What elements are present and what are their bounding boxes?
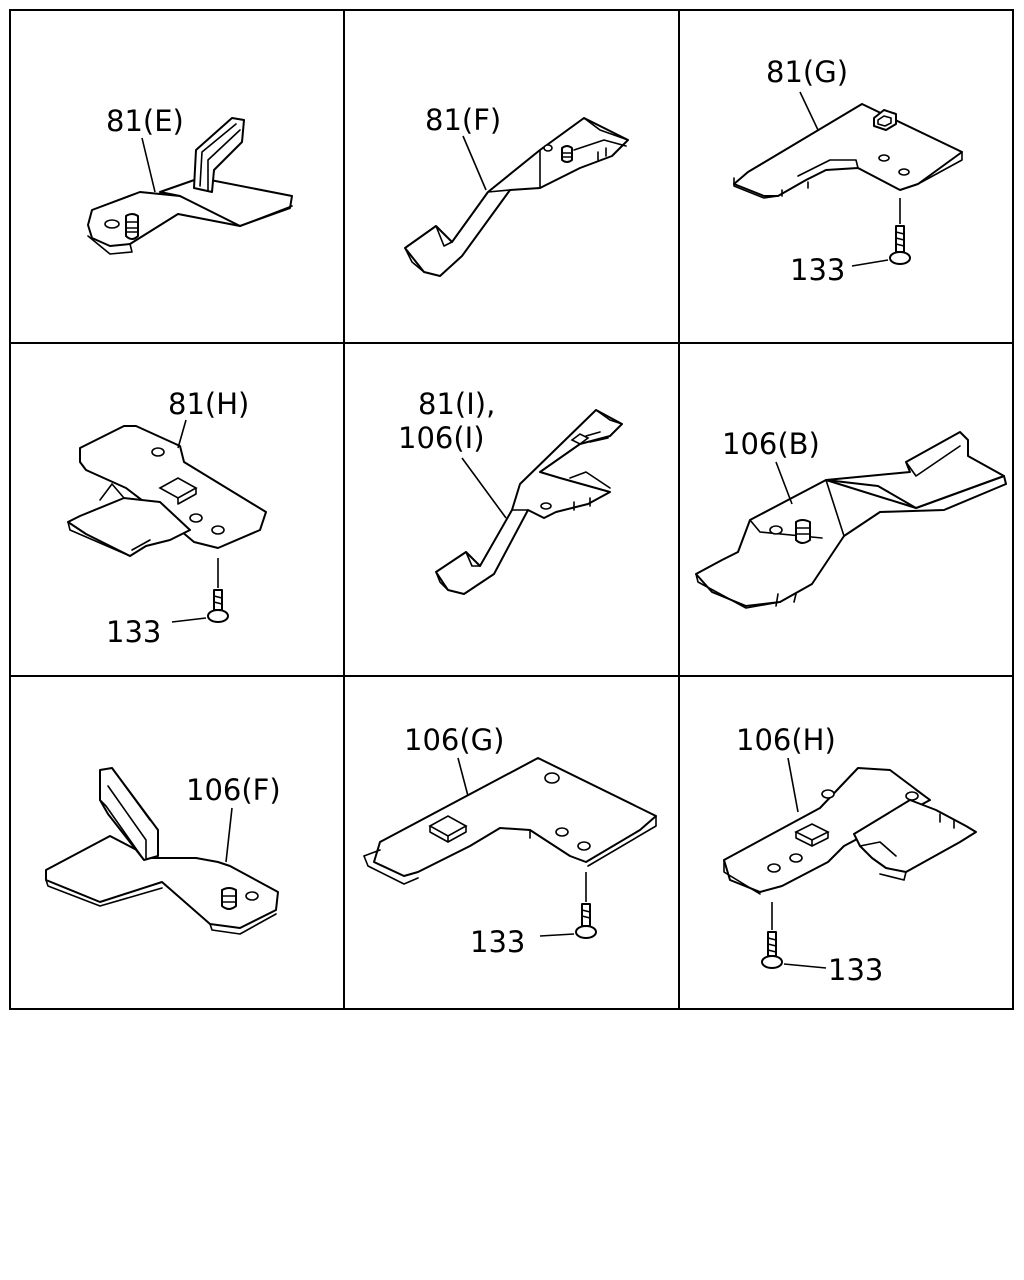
- panel-106-g: 106(G) 133: [363, 723, 657, 959]
- panel-106-f: 106(F): [45, 767, 281, 935]
- bracket-106-b-drawing: [695, 431, 1007, 609]
- screw-133-b: [207, 558, 229, 623]
- callout-106-f: 106(F): [186, 773, 281, 807]
- panel-81-i-106-i: 81(I), 106(I): [398, 387, 623, 595]
- bracket-81-f-drawing: [404, 117, 629, 277]
- callout-133-d: 133: [828, 953, 883, 987]
- bracket-106-h-drawing: [723, 767, 977, 895]
- screw-133-c: [575, 872, 597, 939]
- callout-81-f: 81(F): [425, 103, 501, 137]
- bracket-81-h-drawing: [67, 425, 267, 557]
- panel-81-h: 81(H) 133: [67, 387, 267, 649]
- leader-81-h: [177, 419, 187, 449]
- callout-81-g: 81(G): [766, 55, 848, 89]
- grid-frame: [9, 9, 1014, 1010]
- leader-81-e: [141, 137, 156, 193]
- bracket-106-f-drawing: [45, 767, 279, 935]
- callout-106-h: 106(H): [736, 723, 836, 757]
- leader-106-g: [457, 757, 469, 797]
- bracket-81-i-drawing: [435, 409, 623, 595]
- leader-133-a: [851, 259, 889, 267]
- panel-81-e: 81(E): [87, 104, 293, 255]
- leader-133-c: [539, 933, 575, 937]
- callout-133-a: 133: [790, 253, 845, 287]
- screw-133-d: [761, 902, 783, 969]
- leader-106-h: [787, 757, 799, 813]
- callout-81-h: 81(H): [168, 387, 249, 421]
- bracket-106-g-drawing: [363, 757, 657, 885]
- callout-81-i: 81(I),: [418, 387, 495, 421]
- panel-81-g: 81(G) 133: [733, 55, 963, 287]
- callout-106-g: 106(G): [404, 723, 504, 757]
- leader-106-b: [775, 461, 793, 505]
- leader-133-b: [171, 617, 207, 623]
- callout-133-b: 133: [106, 615, 161, 649]
- callout-133-c: 133: [470, 925, 525, 959]
- callout-106-b: 106(B): [722, 427, 820, 461]
- bracket-81-g-drawing: [733, 103, 963, 199]
- panel-106-h: 106(H) 133: [723, 723, 977, 987]
- leader-81-f: [462, 135, 487, 191]
- screw-133-a: [889, 198, 911, 265]
- panel-106-b: 106(B): [695, 427, 1007, 609]
- leader-81-i-106-i: [461, 457, 507, 519]
- leader-106-f: [225, 807, 233, 863]
- callout-106-i: 106(I): [398, 421, 485, 455]
- callout-81-e: 81(E): [106, 104, 184, 138]
- panel-81-f: 81(F): [404, 103, 629, 277]
- leader-81-g: [799, 91, 819, 131]
- bracket-81-e-drawing: [87, 117, 293, 255]
- leader-133-d: [783, 963, 827, 969]
